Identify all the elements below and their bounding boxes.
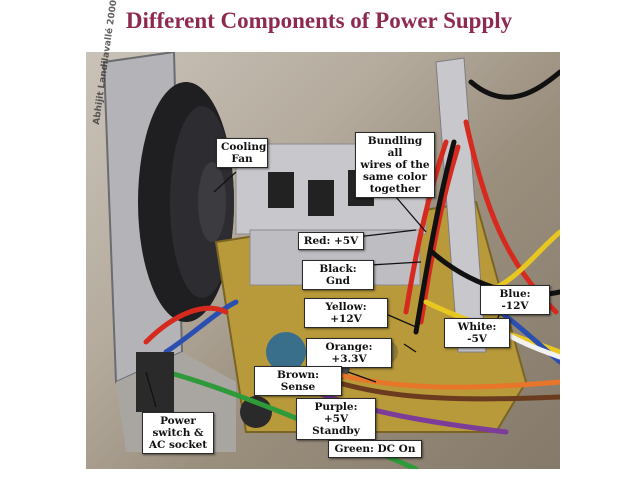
label-blue: Blue: -12V xyxy=(480,285,550,315)
label-white: White: -5V xyxy=(444,318,510,348)
slide-title: Different Components of Power Supply xyxy=(125,8,513,33)
label-green: Green: DC On xyxy=(328,440,422,458)
capacitor xyxy=(266,332,306,372)
label-purple: Purple: +5V Standby xyxy=(296,398,376,440)
cooling-fan-icon xyxy=(138,82,234,322)
label-black: Black: Gnd xyxy=(302,260,374,290)
label-red: Red: +5V xyxy=(298,232,364,250)
label-orange: Orange: +3.3V xyxy=(306,338,392,368)
label-brown: Brown: Sense xyxy=(254,366,342,396)
label-yellow: Yellow: +12V xyxy=(304,298,388,328)
label-bundling: Bundling all wires of the same color tog… xyxy=(355,132,435,198)
label-power-switch: Power switch & AC socket xyxy=(142,412,214,454)
label-cooling-fan: Cooling Fan xyxy=(216,138,268,168)
